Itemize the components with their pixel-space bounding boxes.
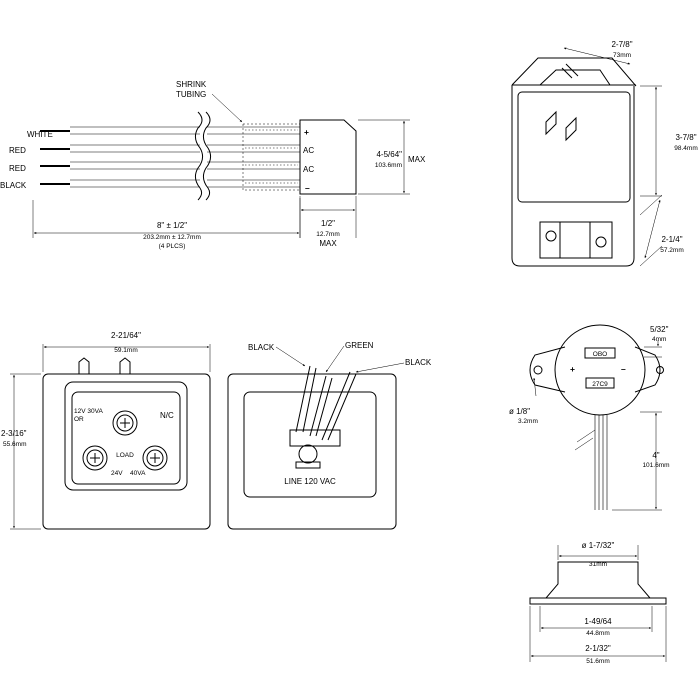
shrink-label-1: SHRINK	[176, 80, 207, 89]
front-height-dim: 2-3/16"	[1, 429, 27, 438]
side-inner-dim-mm: 44.8mm	[586, 630, 609, 637]
wire-label-white: WHITE	[27, 130, 53, 139]
iso-width-dim-mm: 73mm	[613, 52, 631, 59]
connector-housing	[299, 119, 357, 195]
terminal-ac-1: AC	[303, 146, 314, 155]
back-label-line: LINE 120 VAC	[284, 477, 336, 486]
wire-label-black: BLACK	[0, 181, 27, 190]
round-minus: –	[621, 364, 626, 374]
side-inner-dim: 1-49/64	[584, 617, 612, 626]
length-dim-note: (4 PLCS)	[159, 243, 186, 250]
wire-label-red-1: RED	[9, 146, 26, 155]
terminal-plus: +	[304, 127, 309, 137]
back-view: BLACK GREEN BLACK LINE 120 VAC	[227, 341, 432, 530]
iso-depth-dim-mm: 57.2mm	[660, 247, 683, 254]
side-dia-dim: ø 1-7/32"	[582, 541, 615, 550]
slot-dim: 5/32"	[650, 325, 669, 334]
wires	[40, 111, 300, 201]
iso-height-dim: 3-7/8"	[675, 133, 696, 142]
depth-dim-mm: 12.7mm	[316, 231, 339, 238]
length-dim-mm: 203.2mm ± 12.7mm	[143, 234, 201, 241]
front-height-dim-mm: 55.6mm	[3, 441, 26, 448]
front-view: 12V 30VA OR N/C LOAD 24V 40VA 2-21/64" 5…	[1, 331, 211, 530]
length-dim: 8" ± 1/2"	[157, 221, 187, 230]
round-code: 27C9	[592, 381, 608, 388]
wire-label-red-2: RED	[9, 164, 26, 173]
hole-dim: ø 1/8"	[509, 407, 530, 416]
iso-height-dim-mm: 98.4mm	[674, 145, 697, 152]
front-text-nc: N/C	[160, 411, 174, 420]
front-text-40va: 40VA	[130, 470, 146, 477]
side-outer-dim-mm: 51.6mm	[586, 658, 609, 665]
side-dia-dim-mm: 31mm	[589, 561, 607, 568]
iso-width-dim: 2-7/8"	[611, 40, 632, 49]
terminal-ac-2: AC	[303, 165, 314, 174]
height-dim: 4-5/64"	[376, 150, 402, 159]
back-label-green: GREEN	[345, 341, 374, 350]
lead-dim-mm: 101.6mm	[642, 462, 669, 469]
lead-dim: 4"	[652, 451, 659, 460]
wire-view: WHITE RED RED BLACK SHRINK TUBING	[0, 80, 426, 250]
slot-dim-mm: 4mm	[652, 336, 666, 343]
iso-depth-dim: 2-1/4"	[661, 235, 682, 244]
back-label-black-right: BLACK	[405, 358, 432, 367]
shrink-label-2: TUBING	[176, 90, 206, 99]
depth-dim-max: MAX	[319, 239, 337, 248]
depth-dim: 1/2"	[321, 219, 335, 228]
front-text-load: LOAD	[116, 452, 134, 459]
round-top-view: OBO 27C9 + – 5/32" 4mm ø 1/8" 3.2mm 4" 1…	[509, 324, 670, 511]
front-width-dim: 2-21/64"	[111, 331, 141, 340]
height-dim-mm: 103.6mm	[375, 162, 402, 169]
side-outer-dim: 2-1/32"	[585, 644, 611, 653]
front-text-24v: 24V	[111, 470, 123, 477]
round-plus: +	[570, 364, 575, 374]
iso-view: 2-7/8" 73mm 3-7/8" 98.4mm 2-1/4" 57.2mm	[511, 40, 698, 267]
terminal-minus: –	[305, 183, 310, 193]
round-side-view: ø 1-7/32" 31mm 1-49/64 44.8mm 2-1/32" 51…	[529, 541, 667, 665]
front-width-dim-mm: 59.1mm	[114, 347, 137, 354]
front-text-or: OR	[74, 416, 84, 423]
round-badge: OBO	[593, 351, 607, 358]
front-text-12v: 12V 30VA	[74, 408, 103, 415]
hole-dim-mm: 3.2mm	[518, 418, 538, 425]
height-dim-max: MAX	[408, 155, 426, 164]
back-label-black-left: BLACK	[248, 343, 275, 352]
